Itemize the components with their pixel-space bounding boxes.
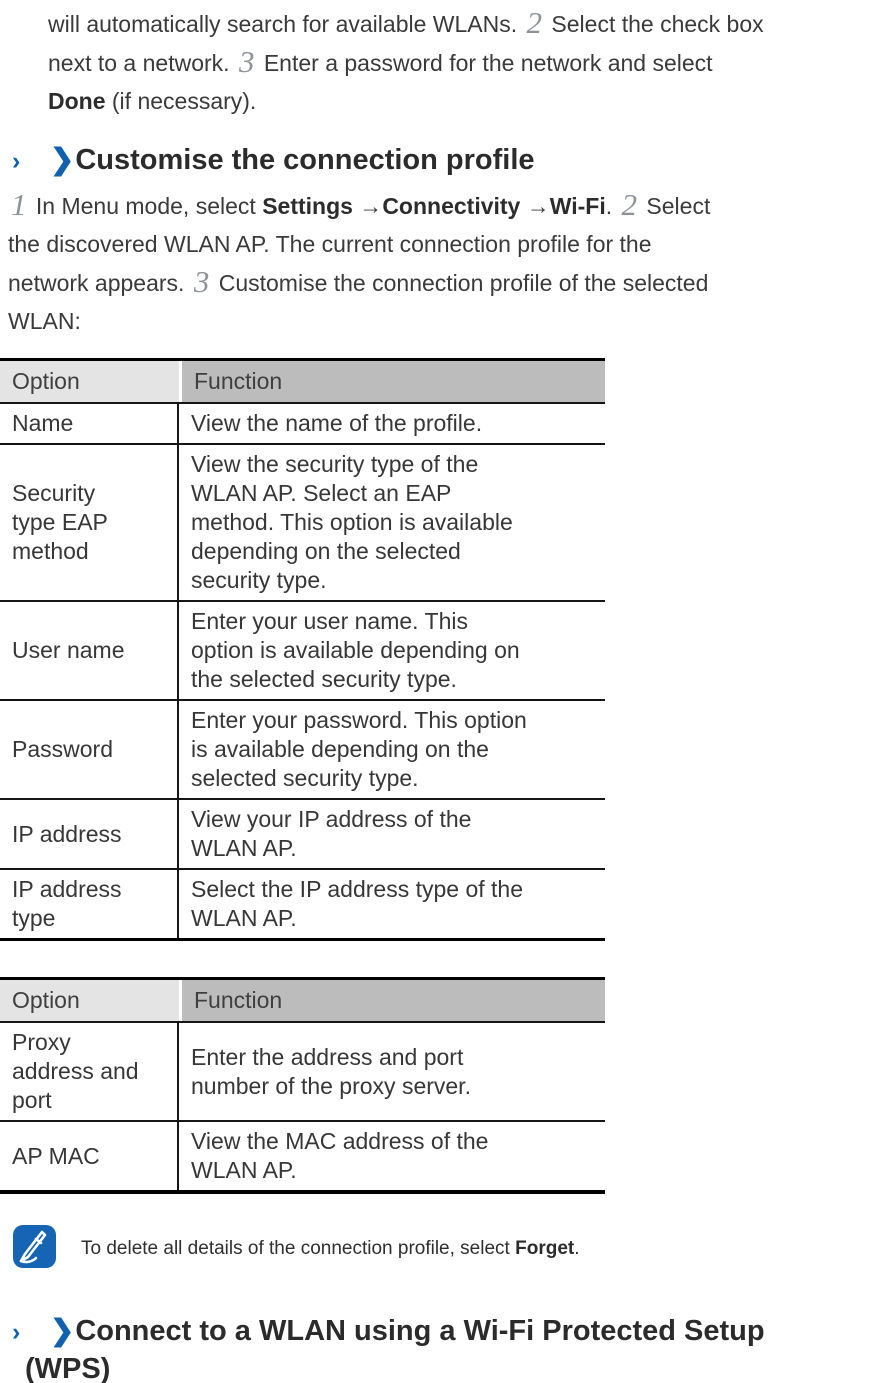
note-pencil-icon xyxy=(13,1225,56,1268)
section-marker-icon: › xyxy=(12,147,21,175)
section-title: ❯Customise the connection profile xyxy=(50,142,535,178)
text-run: Select the check box xyxy=(545,11,764,37)
column-header-function: Function xyxy=(179,361,605,402)
table-row: Name View the name of the profile. xyxy=(0,402,605,443)
text-run: . xyxy=(605,193,619,219)
intro-paragraph: will automatically search for available … xyxy=(48,4,890,120)
function-cell: Enter the address and port number of the… xyxy=(191,1043,471,1099)
step-number: 2 xyxy=(621,187,638,222)
step-number: 3 xyxy=(193,264,210,299)
bold-text: Wi-Fi xyxy=(549,193,606,219)
text-run: Select xyxy=(640,193,711,219)
chevron-icon: ❯ xyxy=(50,1315,75,1347)
text-run: → xyxy=(352,193,383,219)
section-title: ❯Connect to a WLAN using a Wi-Fi Protect… xyxy=(50,1313,765,1349)
function-cell: View the MAC address of the WLAN AP. xyxy=(191,1128,489,1183)
text-line: the discovered WLAN AP. The current conn… xyxy=(8,225,890,263)
text-run: next to a network. xyxy=(48,50,236,76)
function-cell: Enter your password. This option is avai… xyxy=(191,707,527,791)
section-heading-customise: › ❯Customise the connection profile xyxy=(12,142,890,178)
text-line: Done (if necessary). xyxy=(48,82,890,120)
bold-text: Connectivity xyxy=(382,193,521,219)
option-cell: Security type EAP method xyxy=(0,445,179,600)
option-cell: Password xyxy=(0,701,179,798)
text-line: next to a network. 3 Enter a password fo… xyxy=(48,43,890,82)
section-heading-wps: › ❯Connect to a WLAN using a Wi-Fi Prote… xyxy=(12,1313,890,1349)
option-cell: IP address type xyxy=(0,870,179,938)
function-cell: Select the IP address type of the WLAN A… xyxy=(191,876,524,931)
function-cell: View the name of the profile. xyxy=(191,410,483,436)
text-line: network appears. 3 Customise the connect… xyxy=(8,263,890,302)
text-run: will automatically search for available … xyxy=(48,11,524,37)
step-number: 2 xyxy=(526,5,543,40)
section-title-text: Customise the connection profile xyxy=(75,144,535,176)
column-header-function: Function xyxy=(179,980,605,1021)
function-cell: Enter your user name. This option is ava… xyxy=(191,608,520,692)
text-run: (if necessary). xyxy=(105,88,257,114)
steps-paragraph: 1 In Menu mode, select Settings →Connect… xyxy=(8,186,890,340)
column-header-option: Option xyxy=(0,980,179,1021)
text-line: 1 In Menu mode, select Settings →Connect… xyxy=(8,186,890,225)
text-run: network appears. xyxy=(8,270,191,296)
chevron-icon: ❯ xyxy=(50,144,75,176)
text-run: To delete all details of the connection … xyxy=(81,1238,516,1259)
section-title-text: Connect to a WLAN using a Wi-Fi Protecte… xyxy=(75,1315,765,1347)
text-line: will automatically search for available … xyxy=(48,4,890,43)
bold-text: Done xyxy=(48,88,106,114)
note-callout: To delete all details of the connection … xyxy=(12,1224,890,1269)
text-run: . xyxy=(574,1238,580,1259)
text-run: In Menu mode, select xyxy=(29,193,263,219)
text-run: the discovered WLAN AP. The current conn… xyxy=(8,231,652,257)
function-cell: View your IP address of the WLAN AP. xyxy=(191,806,472,861)
step-number: 1 xyxy=(11,187,27,222)
option-cell: AP MAC xyxy=(0,1122,179,1190)
section-title-line2: (WPS) xyxy=(25,1353,111,1383)
option-cell: IP address xyxy=(0,800,179,868)
text-line: WLAN: xyxy=(8,302,890,340)
step-number: 3 xyxy=(238,44,255,79)
text-run: → xyxy=(520,193,550,219)
column-header-option: Option xyxy=(0,361,179,402)
option-cell: User name xyxy=(0,602,179,699)
bold-text: Settings xyxy=(262,193,353,219)
section-marker-icon: › xyxy=(12,1318,21,1346)
text-run: Customise the connection profile of the … xyxy=(212,270,709,296)
note-text: To delete all details of the connection … xyxy=(81,1237,580,1261)
bold-text: Forget xyxy=(515,1238,575,1259)
function-cell: View the security type of the WLAN AP. S… xyxy=(191,451,513,593)
option-cell: Proxy address and port xyxy=(0,1023,179,1120)
option-cell: Name xyxy=(0,404,179,443)
text-run: WLAN: xyxy=(8,308,81,334)
text-run: Enter a password for the network and sel… xyxy=(257,50,713,76)
